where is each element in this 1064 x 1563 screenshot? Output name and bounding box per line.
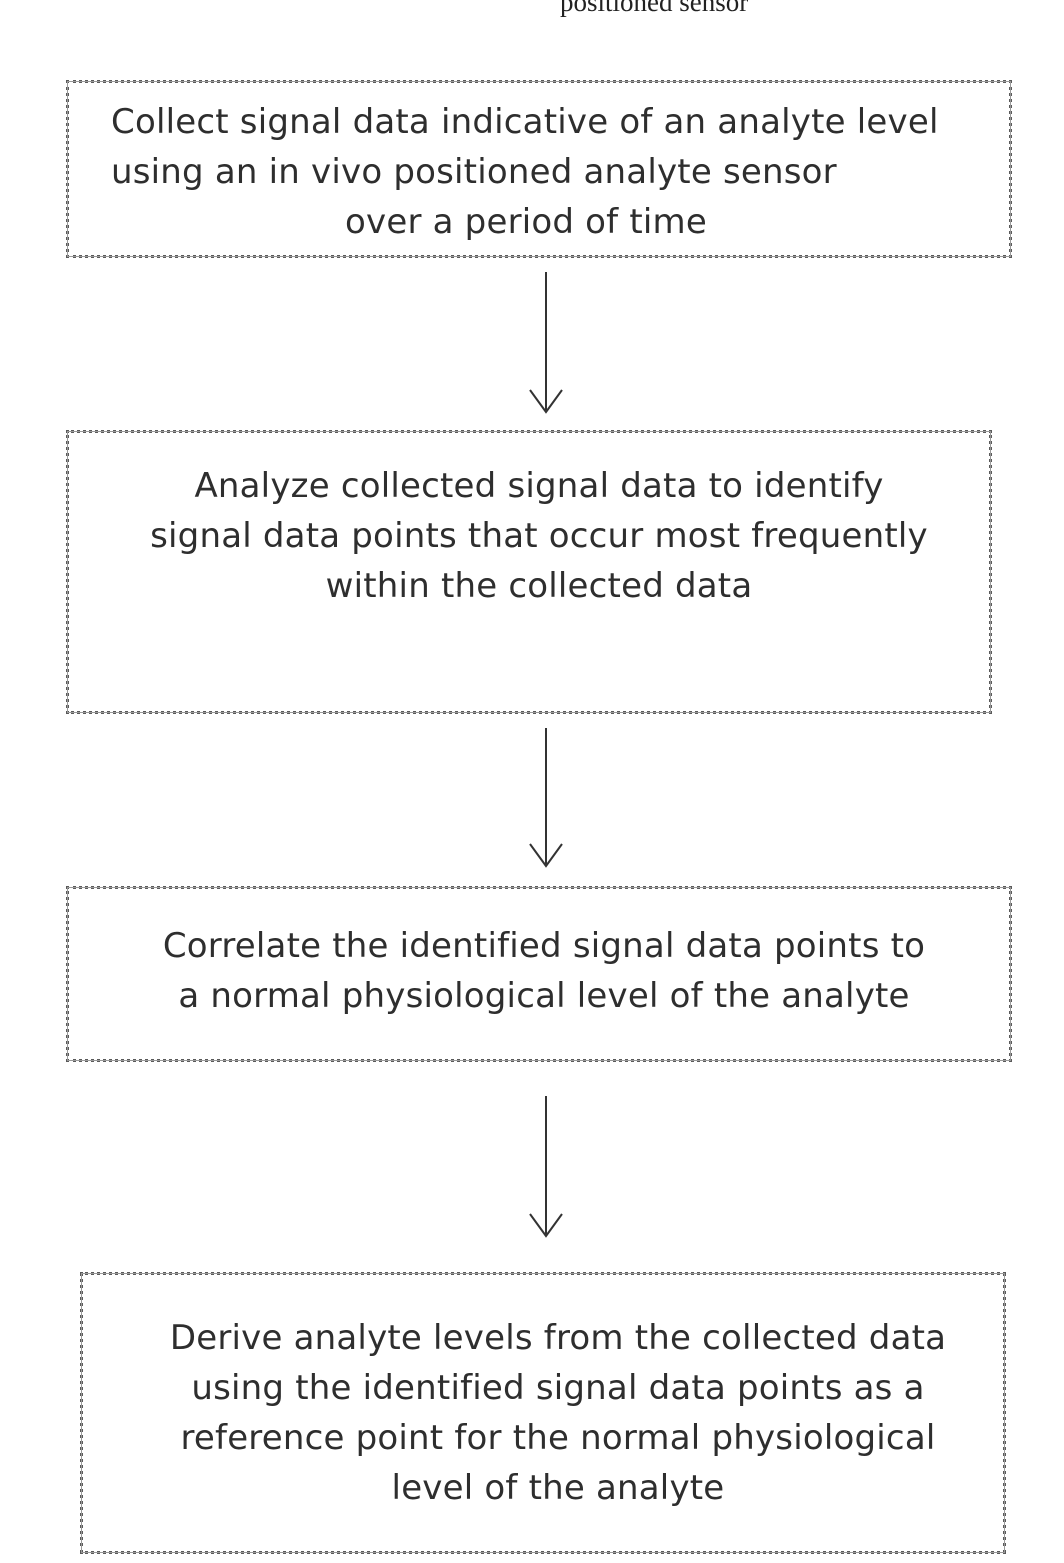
step-text: Correlate the identified signal data poi… [69, 921, 1019, 1021]
flow-step-correlate: Correlate the identified signal data poi… [66, 886, 1012, 1062]
step-line: within the collected data [69, 561, 1009, 611]
step-line: signal data points that occur most frequ… [69, 511, 1009, 561]
step-line: over a period of time [111, 197, 991, 247]
step-line: reference point for the normal physiolog… [83, 1413, 1033, 1463]
arrow-down-icon [520, 1096, 572, 1240]
step-line: Derive analyte levels from the collected… [83, 1313, 1033, 1363]
step-line: Collect signal data indicative of an ana… [111, 97, 991, 147]
step-line: level of the analyte [83, 1463, 1033, 1513]
flow-step-collect: Collect signal data indicative of an ana… [66, 80, 1012, 258]
step-line: Analyze collected signal data to identif… [69, 461, 1009, 511]
step-text: Analyze collected signal data to identif… [69, 461, 1009, 611]
step-line: a normal physiological level of the anal… [69, 971, 1019, 1021]
arrow-down-icon [520, 272, 572, 416]
step-text: Collect signal data indicative of an ana… [111, 97, 991, 247]
header-fragment: positioned sensor [560, 0, 860, 18]
flow-step-derive: Derive analyte levels from the collected… [80, 1272, 1006, 1554]
arrow-down-icon [520, 728, 572, 872]
step-text: Derive analyte levels from the collected… [83, 1313, 1033, 1513]
step-line: using the identified signal data points … [83, 1363, 1033, 1413]
step-line: using an in vivo positioned analyte sens… [111, 147, 991, 197]
step-line: Correlate the identified signal data poi… [69, 921, 1019, 971]
flow-step-analyze: Analyze collected signal data to identif… [66, 430, 992, 714]
